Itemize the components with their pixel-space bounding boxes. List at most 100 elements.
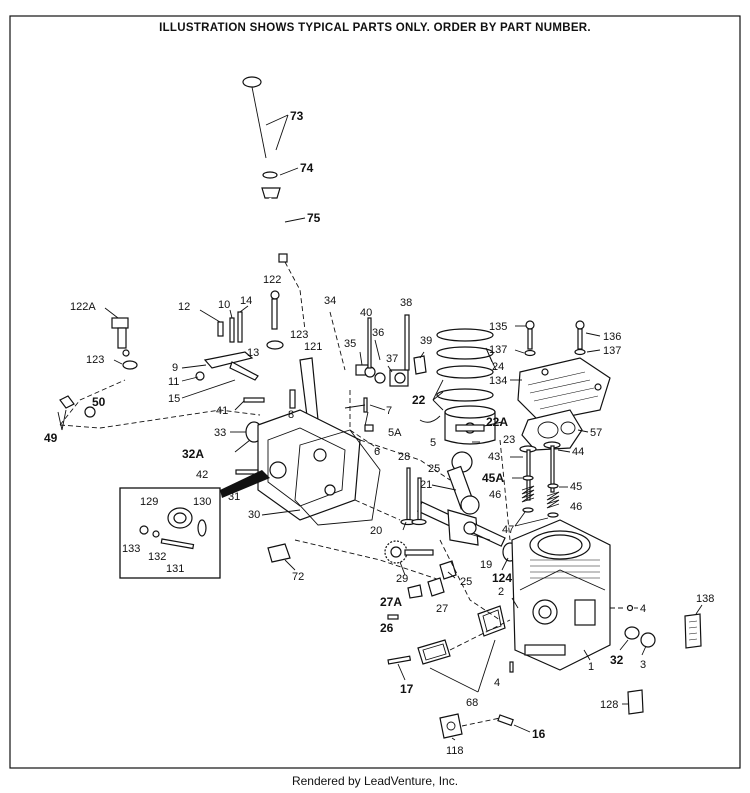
- label-23: 23: [503, 434, 515, 446]
- label-41: 41: [216, 405, 228, 417]
- label-7: 7: [386, 405, 392, 417]
- label-1: 1: [588, 661, 594, 673]
- retainer-45A[interactable]: [522, 475, 534, 481]
- label-9: 9: [172, 362, 178, 374]
- pin-4b[interactable]: [509, 661, 514, 673]
- cylinder-head-134[interactable]: [517, 357, 611, 423]
- label-45A: 45A: [482, 471, 504, 485]
- label-122A: 122A: [70, 301, 96, 313]
- label-72: 72: [292, 571, 304, 583]
- label-46a: 46: [489, 489, 501, 501]
- label-133: 133: [122, 543, 140, 555]
- screw-17[interactable]: [387, 655, 412, 665]
- part-27A[interactable]: [407, 584, 423, 599]
- washer-137a[interactable]: [524, 349, 536, 357]
- seat-47a[interactable]: [522, 507, 534, 513]
- wrist-pin-22A[interactable]: [455, 424, 485, 432]
- seat-47b[interactable]: [547, 512, 559, 518]
- washer-137b[interactable]: [574, 348, 586, 356]
- label-74: 74: [300, 161, 314, 175]
- label-28: 28: [398, 451, 410, 463]
- seal-32[interactable]: [624, 626, 640, 640]
- diagram-frame: [9, 15, 741, 769]
- nut-133[interactable]: [139, 525, 149, 535]
- gasket-68[interactable]: [417, 605, 506, 665]
- connecting-rod-21[interactable]: [446, 451, 480, 515]
- part-6[interactable]: [364, 424, 374, 432]
- gasket-72[interactable]: [267, 543, 291, 563]
- label-25b: 25: [460, 576, 472, 588]
- label-47: 47: [502, 524, 514, 536]
- label-123b: 123: [290, 329, 308, 341]
- label-45: 45: [570, 481, 582, 493]
- label-33: 33: [214, 427, 226, 439]
- breather-122A[interactable]: [111, 317, 130, 357]
- label-34: 34: [324, 295, 336, 307]
- crankcase-block-1[interactable]: [511, 519, 611, 671]
- label-24: 24: [492, 361, 504, 373]
- piston-rings-24[interactable]: [436, 328, 494, 402]
- cam-gear-29[interactable]: [384, 540, 434, 564]
- label-25a: 25: [428, 463, 440, 475]
- dipstick-assembly[interactable]: [242, 76, 288, 263]
- part-8[interactable]: [289, 389, 296, 409]
- label-50: 50: [92, 395, 106, 409]
- label-130: 130: [193, 496, 211, 508]
- washer-123-left[interactable]: [122, 360, 138, 370]
- decal-138[interactable]: [684, 613, 702, 649]
- washer-123[interactable]: [266, 340, 284, 350]
- label-29: 29: [396, 573, 408, 585]
- crankcase-cover-31[interactable]: [257, 409, 361, 521]
- label-30: 30: [248, 509, 260, 521]
- tappet-27[interactable]: [427, 577, 445, 597]
- head-gasket-57[interactable]: [521, 409, 583, 451]
- crankshaft-19[interactable]: [416, 501, 506, 547]
- pin-4a[interactable]: [626, 604, 634, 612]
- bearing-129[interactable]: [167, 507, 193, 529]
- label-14: 14: [240, 295, 252, 307]
- valves-43-44[interactable]: [519, 441, 561, 501]
- label-129: 129: [140, 496, 158, 508]
- label-122: 122: [263, 274, 281, 286]
- valve-20[interactable]: [411, 477, 427, 526]
- bolt-41[interactable]: [243, 397, 265, 403]
- label-46b: 46: [570, 501, 582, 513]
- label-137b: 137: [603, 345, 621, 357]
- tube-122[interactable]: [270, 290, 280, 330]
- screw-16[interactable]: [497, 714, 514, 727]
- label-123a: 123: [86, 354, 104, 366]
- bolt-42[interactable]: [235, 469, 259, 475]
- label-42: 42: [196, 469, 208, 481]
- pin-26[interactable]: [387, 614, 399, 620]
- label-12: 12: [178, 301, 190, 313]
- decal-128[interactable]: [627, 689, 644, 715]
- governor-lever[interactable]: [195, 311, 259, 381]
- label-136: 136: [603, 331, 621, 343]
- nut-50[interactable]: [84, 406, 96, 418]
- retainer-45[interactable]: [547, 483, 559, 489]
- label-73: 73: [290, 109, 304, 123]
- label-49: 49: [44, 431, 58, 445]
- tappet-25[interactable]: [439, 560, 457, 580]
- screw-136[interactable]: [575, 320, 585, 350]
- gasket-118[interactable]: [439, 713, 463, 739]
- valve-28[interactable]: [400, 467, 416, 526]
- label-43: 43: [488, 451, 500, 463]
- label-32: 32: [610, 653, 624, 667]
- label-44: 44: [572, 446, 584, 458]
- valve-springs-46[interactable]: [521, 485, 560, 509]
- camshaft-group[interactable]: [355, 314, 427, 387]
- label-5: 5: [430, 437, 436, 449]
- clip-49[interactable]: [59, 395, 75, 409]
- label-57: 57: [590, 427, 602, 439]
- screw-135[interactable]: [525, 320, 535, 350]
- label-128: 128: [600, 699, 618, 711]
- label-26: 26: [380, 621, 394, 635]
- bearing-3[interactable]: [640, 632, 656, 648]
- seal-130[interactable]: [197, 519, 207, 537]
- label-39: 39: [420, 335, 432, 347]
- bolt-131[interactable]: [160, 538, 195, 550]
- part-5A[interactable]: [419, 415, 441, 423]
- washer-132[interactable]: [152, 530, 160, 538]
